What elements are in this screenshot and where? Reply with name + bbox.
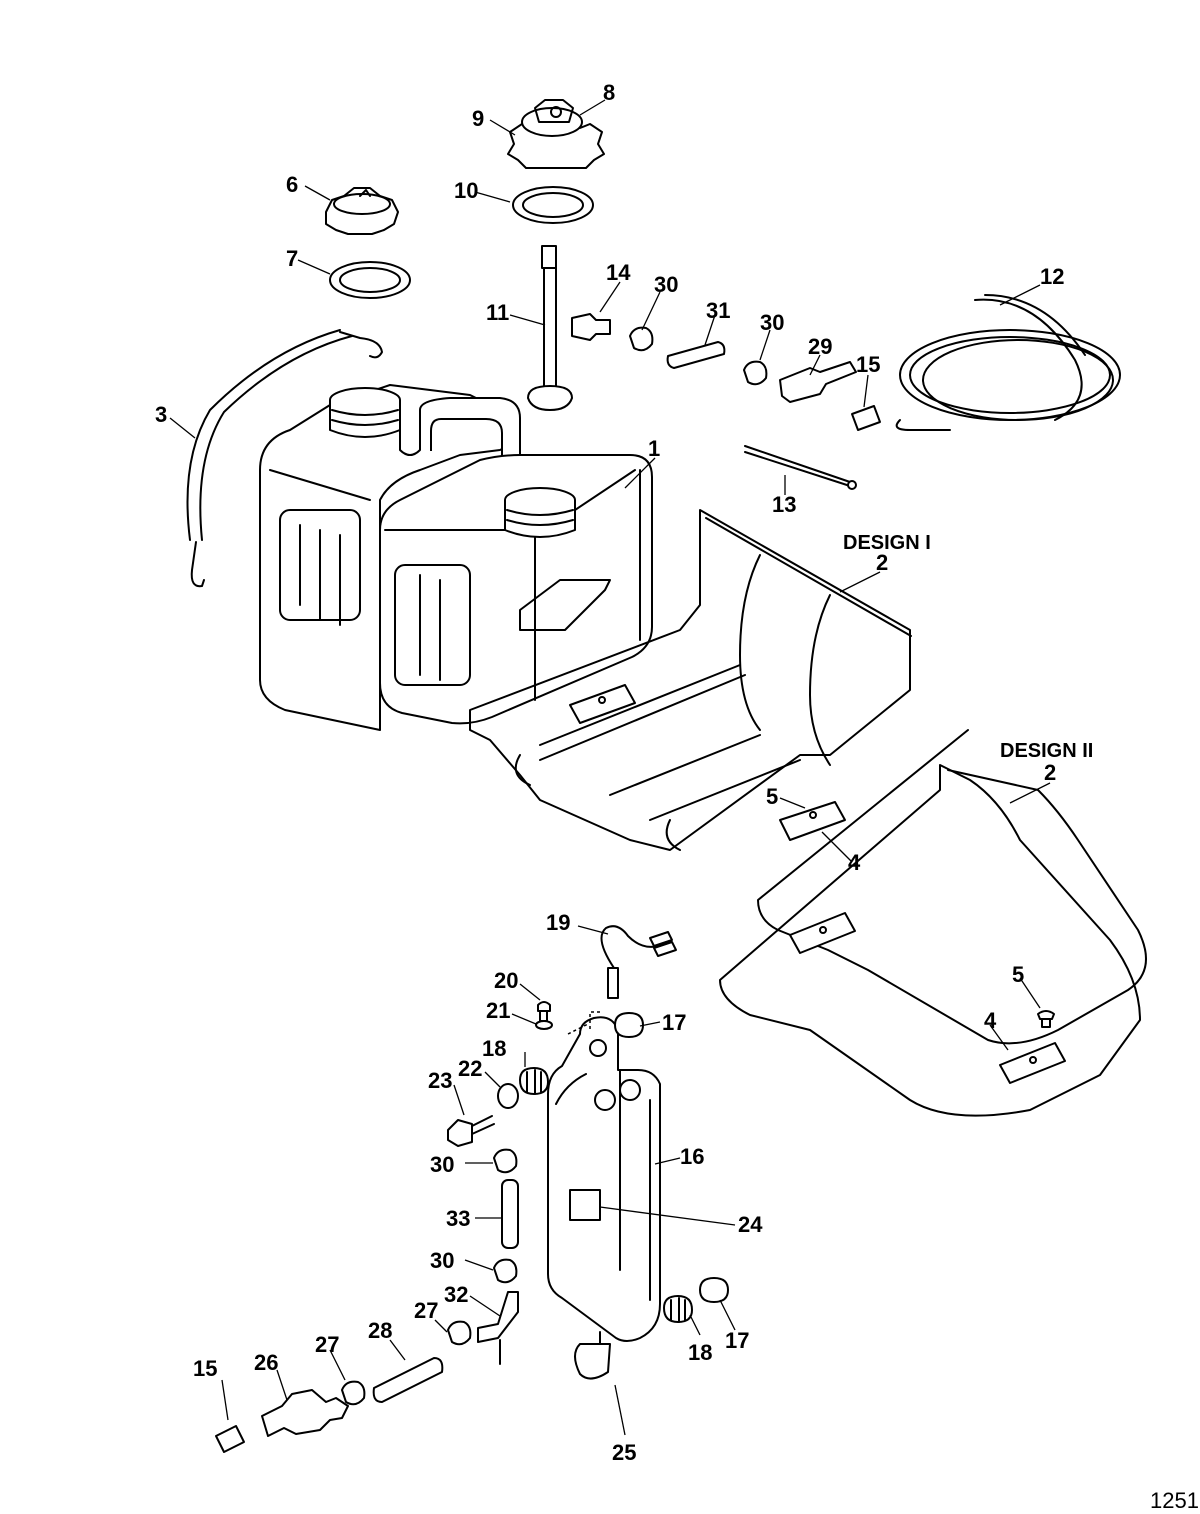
callout-12: 12 <box>1040 264 1064 289</box>
bolt-23 <box>447 1119 473 1147</box>
cap-15-top <box>851 405 881 431</box>
hose-coil <box>895 294 1121 431</box>
callout-28: 28 <box>368 1318 392 1343</box>
tee-32 <box>477 1291 519 1343</box>
callout-27-right: 27 <box>414 1298 438 1323</box>
check-valve-26 <box>261 1389 349 1437</box>
clamp-30c <box>493 1148 518 1174</box>
callout-32: 32 <box>444 1282 468 1307</box>
callout-7: 7 <box>286 246 298 271</box>
clamp-27a <box>447 1320 472 1346</box>
grommet-17-bottom <box>699 1277 729 1303</box>
callout-31: 31 <box>706 298 730 323</box>
clamp-30a <box>629 326 654 352</box>
callout-1: 1 <box>648 436 660 461</box>
fuel-gauge-cap <box>507 99 605 169</box>
callout-16: 16 <box>680 1144 704 1169</box>
callout-17-top: 17 <box>662 1010 686 1035</box>
callout-20: 20 <box>494 968 518 993</box>
callout-11: 11 <box>486 300 509 325</box>
cradle-design-1 <box>469 509 912 851</box>
callout-5-design-2: 5 <box>1012 962 1024 987</box>
washer-21 <box>535 1020 553 1030</box>
callout-10: 10 <box>454 178 478 203</box>
callout-8: 8 <box>603 80 615 105</box>
callout-labels: 1 2 2 3 4 4 5 5 6 7 8 9 10 11 12 13 14 1… <box>155 80 1199 1513</box>
callout-24: 24 <box>738 1212 763 1237</box>
callout-18-top: 18 <box>482 1036 506 1061</box>
callout-19: 19 <box>546 910 570 935</box>
callout-9: 9 <box>472 106 484 131</box>
callout-30-a: 30 <box>654 272 678 297</box>
callout-14: 14 <box>606 260 631 285</box>
callout-27-left: 27 <box>315 1332 339 1357</box>
callout-5-design-1: 5 <box>766 784 778 809</box>
clamp-30d <box>493 1258 518 1284</box>
callout-2-design-1: 2 <box>876 550 888 575</box>
hose-33 <box>501 1179 519 1249</box>
callout-30-d: 30 <box>430 1248 454 1273</box>
hose-31 <box>666 341 726 369</box>
screw-20 <box>537 1001 551 1012</box>
callout-4-design-1: 4 <box>848 850 861 875</box>
figure-number: 1251 <box>1150 1488 1199 1513</box>
oil-reservoir <box>547 1011 661 1342</box>
callout-4-design-2: 4 <box>984 1008 997 1033</box>
clamp-27b <box>341 1380 366 1406</box>
washer-22 <box>497 1083 519 1109</box>
callout-21: 21 <box>486 998 510 1023</box>
callout-17-bottom: 17 <box>725 1328 749 1353</box>
fitting-14 <box>571 313 611 341</box>
oil-tank <box>259 384 653 731</box>
hose-28 <box>372 1357 444 1403</box>
tie-strap <box>744 445 851 487</box>
bungee-strap <box>186 329 383 588</box>
callout-25: 25 <box>612 1440 636 1465</box>
design-1-label: DESIGN I <box>843 532 931 554</box>
design-2-label: DESIGN II <box>1000 740 1093 762</box>
sensor-wire <box>600 925 677 999</box>
connector-29 <box>779 361 857 403</box>
callout-33: 33 <box>446 1206 470 1231</box>
callout-15-top: 15 <box>856 352 880 377</box>
callout-23: 23 <box>428 1068 452 1093</box>
grommet-17-top <box>614 1012 644 1038</box>
callout-29: 29 <box>808 334 832 359</box>
leader-lines <box>169 99 1051 1436</box>
clip-25 <box>574 1331 611 1380</box>
callout-6: 6 <box>286 172 298 197</box>
callout-2-design-2: 2 <box>1044 760 1056 785</box>
callout-15-bottom: 15 <box>193 1356 217 1381</box>
callout-18-bottom: 18 <box>688 1340 712 1365</box>
callout-3: 3 <box>155 402 167 427</box>
callout-22: 22 <box>458 1056 482 1081</box>
cap-15-bottom <box>215 1425 245 1453</box>
clamp-30b <box>743 360 768 386</box>
cradle-design-2 <box>719 729 1147 1117</box>
callout-13: 13 <box>772 492 796 517</box>
callout-30-c: 30 <box>430 1152 454 1177</box>
callout-26: 26 <box>254 1350 278 1375</box>
pickup-tube <box>527 245 573 411</box>
callout-30-b: 30 <box>760 310 784 335</box>
tank-cap <box>325 187 399 235</box>
